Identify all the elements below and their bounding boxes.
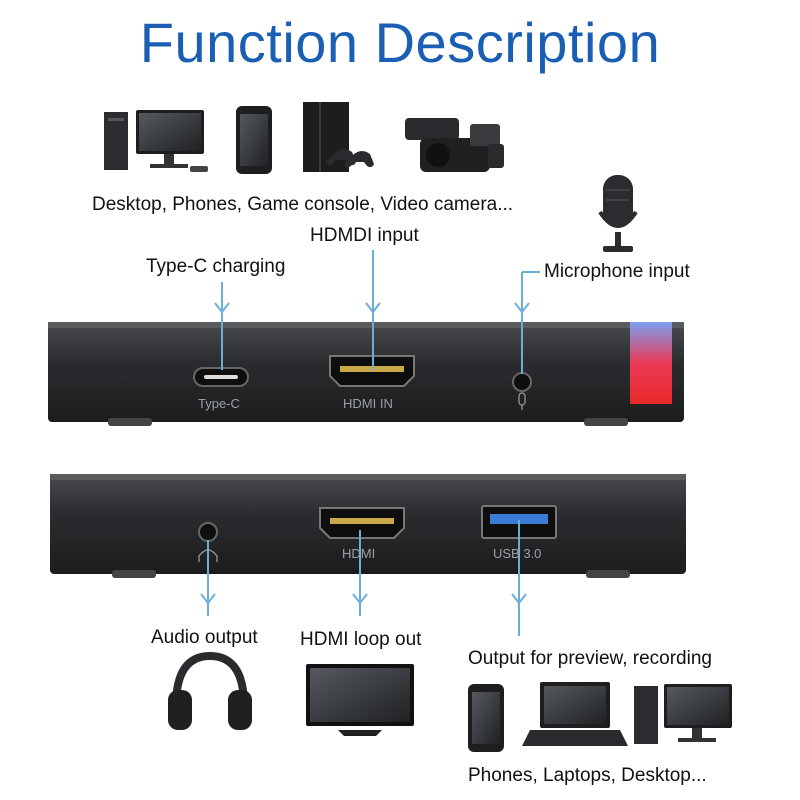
page-title: Function Description (139, 11, 661, 74)
headphones-icon (168, 651, 252, 730)
hdmi-out-port (319, 507, 405, 539)
hdmi-in-port-label: HDMI IN (343, 396, 393, 411)
targets-caption: Phones, Laptops, Desktop... (468, 765, 707, 786)
audio-output-label: Audio output (151, 627, 258, 648)
typec-port-label: Type-C (198, 396, 240, 411)
typec-port (193, 367, 249, 387)
typec-charging-label: Type-C charging (146, 256, 286, 277)
arrow-hdmi-in (365, 250, 381, 370)
phone-icon (236, 106, 272, 174)
arrow-usb (511, 520, 527, 636)
microphone-input-label: Microphone input (544, 261, 690, 282)
hdmi-port-label: HDMI (342, 546, 376, 561)
laptop-icon (522, 682, 628, 746)
desktop-icon (104, 110, 208, 172)
tv-monitor-icon (306, 664, 414, 736)
hdmi-loop-out-label: HDMI loop out (300, 629, 422, 650)
sources-caption: Desktop, Phones, Game console, Video cam… (92, 194, 514, 215)
game-console-icon (303, 102, 374, 172)
arrow-typec (214, 282, 230, 370)
hdmi-input-label: HDMDI input (310, 225, 419, 246)
phone-output-icon (468, 684, 504, 752)
arrow-mic (514, 271, 540, 374)
arrow-hdmi-out (352, 530, 368, 616)
arrow-audio (200, 540, 216, 616)
usb-port-label: USB 3.0 (493, 546, 542, 561)
microphone-icon (598, 175, 638, 252)
video-camera-icon (405, 118, 504, 172)
preview-recording-label: Output for preview, recording (468, 648, 712, 669)
desktop-output-icon (634, 684, 732, 744)
